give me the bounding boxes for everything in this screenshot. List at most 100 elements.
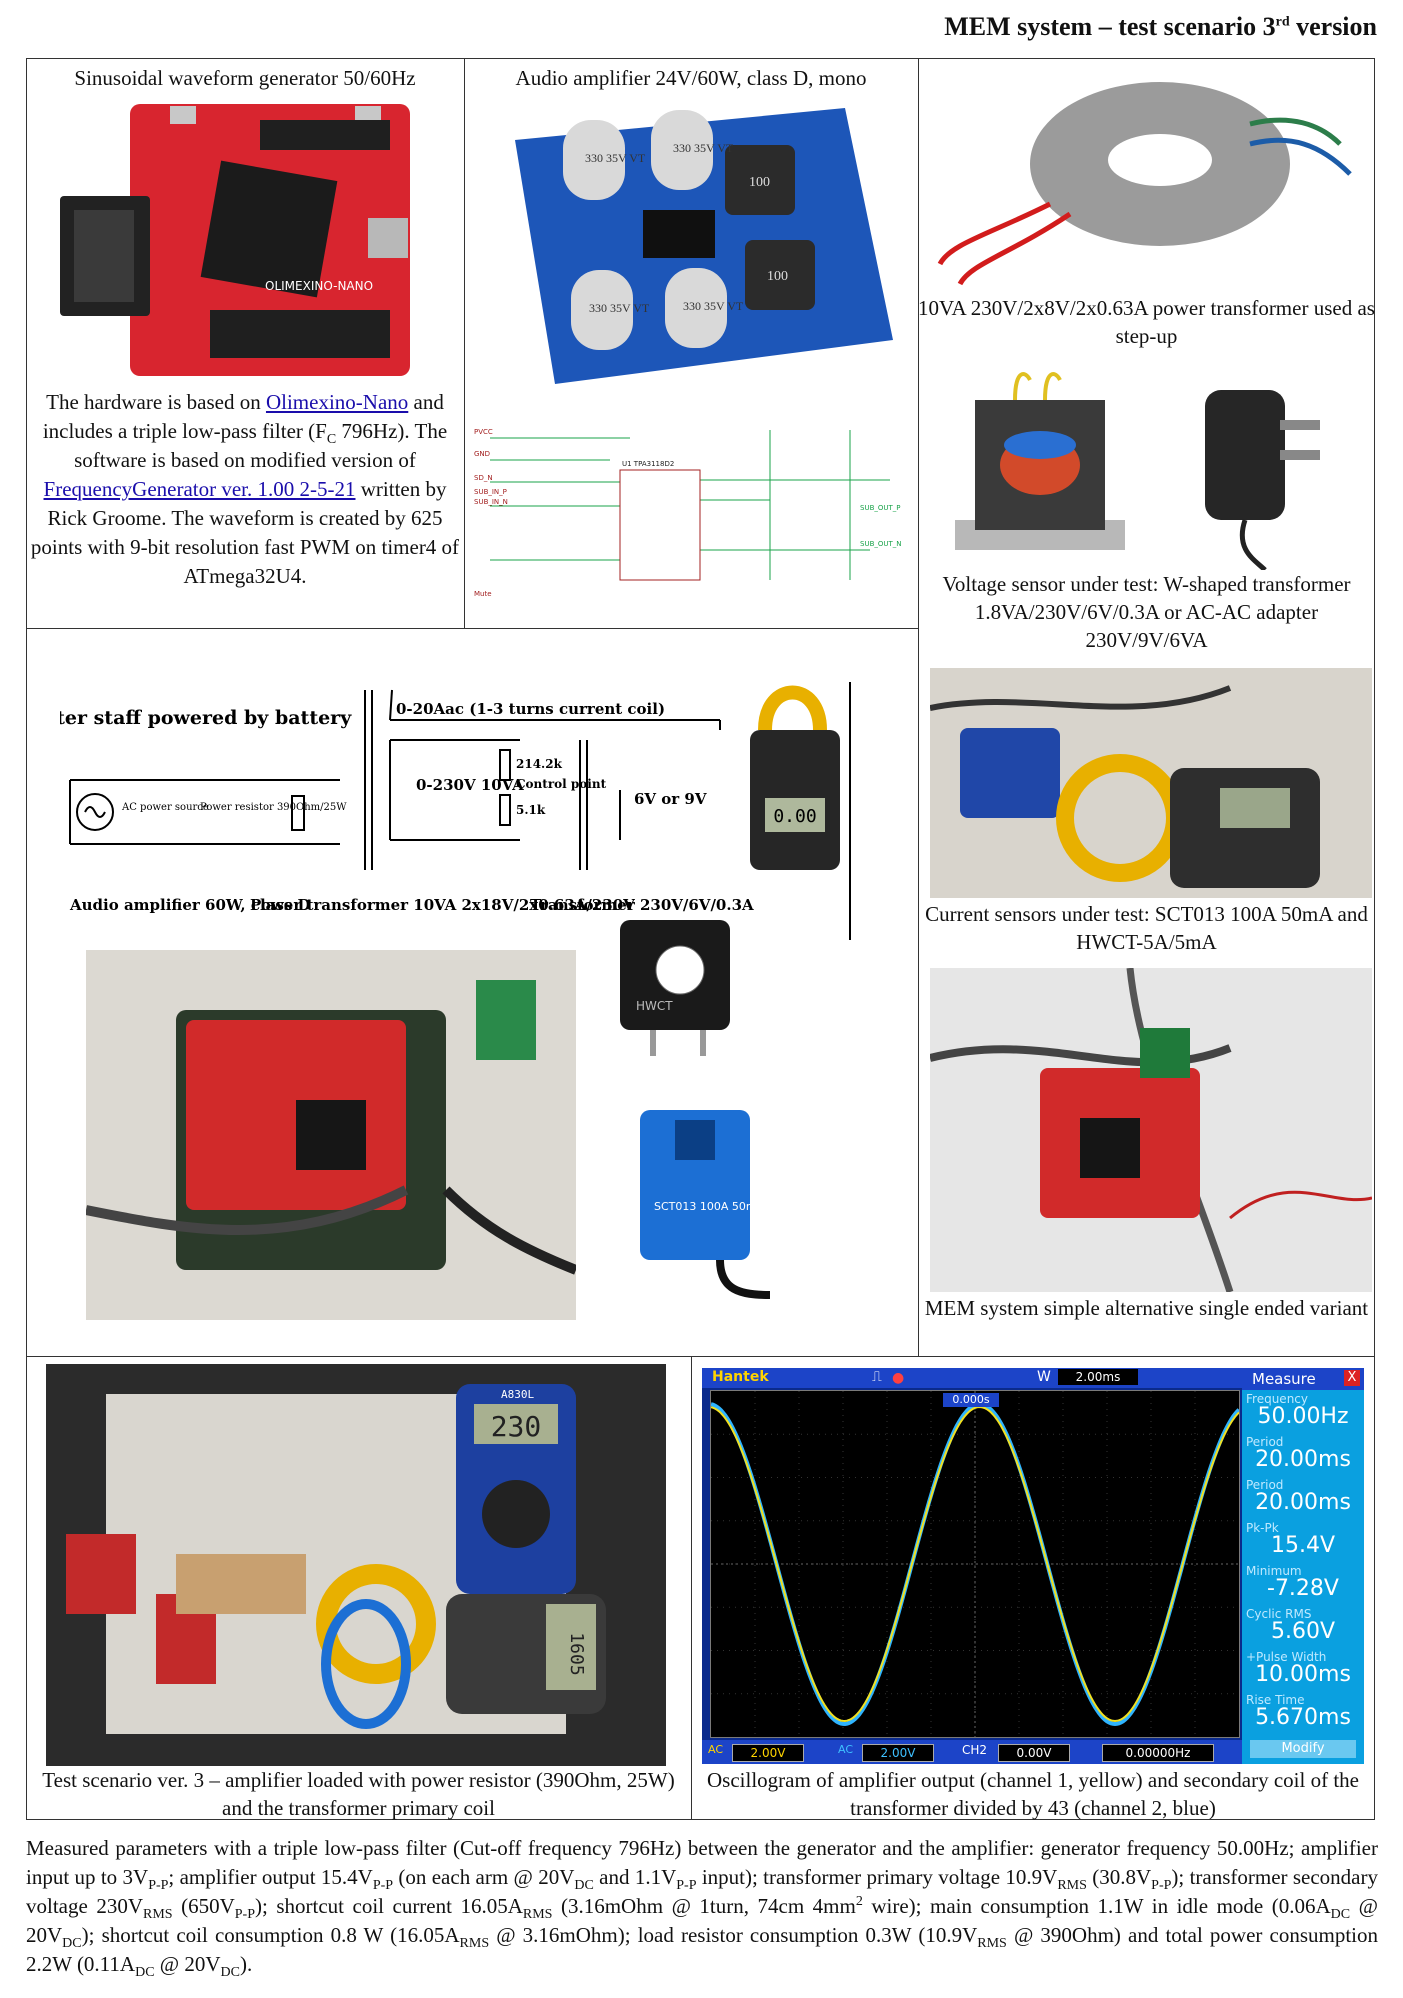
capacitor-label: 330 35V VT xyxy=(683,299,744,313)
current-coil-label: 0-20Aac (1-3 turns current coil) xyxy=(396,700,665,718)
schematic-label: SUB_IN_P xyxy=(474,488,507,496)
schematic-label: SUB_OUT_N xyxy=(860,540,902,548)
measurement-label: Cyclic RMS xyxy=(1246,1607,1312,1621)
multimeter-reading: 230 xyxy=(491,1410,542,1443)
measurement-label: Rise Time xyxy=(1246,1693,1305,1707)
secondary-label: 0-230V 10VA xyxy=(416,776,524,794)
divider-bottom-label: 5.1k xyxy=(516,803,546,817)
sensor-output-label: 6V or 9V xyxy=(634,790,707,808)
power-resistor-label: Power resistor 390Ohm/25W xyxy=(200,802,347,813)
schematic-label: SD_N xyxy=(474,474,493,482)
measurement-label: Pk-Pk xyxy=(1246,1521,1279,1535)
capacitor-label: 330 35V VT xyxy=(589,301,650,315)
scope-top-bar: Hantek W 2.00ms ● ⎍ xyxy=(702,1368,1364,1388)
measurement-label: +Pulse Width xyxy=(1246,1650,1327,1664)
schematic-label: Mute xyxy=(474,590,492,598)
measurement-value: 5.60V xyxy=(1270,1619,1336,1644)
mem-system-photo xyxy=(86,950,576,1320)
trigger-level[interactable]: 0.00V xyxy=(998,1744,1070,1762)
grid-line xyxy=(26,1356,1375,1357)
schematic-label: SUB_IN_N xyxy=(474,498,508,506)
inductor-label: 100 xyxy=(749,175,770,190)
ch1-coupling: AC xyxy=(708,1743,724,1756)
measurement-value: 20.00ms xyxy=(1255,1490,1351,1515)
toroid-caption: 10VA 230V/2x8V/2x0.63A power transformer… xyxy=(918,296,1375,348)
timebase-readout: 2.00ms xyxy=(1058,1369,1138,1385)
scope-brand: Hantek xyxy=(712,1369,769,1385)
clamp-meter-reading: 1605 xyxy=(566,1632,587,1675)
ch1-scale[interactable]: 2.00V xyxy=(732,1744,804,1762)
control-point-label: Control point xyxy=(516,777,607,791)
test-circuit-diagram: All tester staff powered by battery 0-20… xyxy=(60,680,880,940)
ac-source-label: AC power source xyxy=(121,802,209,813)
toroidal-transformer-photo xyxy=(930,64,1370,290)
grid-line xyxy=(464,58,465,628)
mem-alternative-photo xyxy=(930,968,1372,1292)
oscilloscope-screen: Hantek W 2.00ms ● ⎍ 0.000s Measure X Fre… xyxy=(702,1368,1364,1764)
voltage-sensor-photo xyxy=(935,370,1355,570)
measurement-value: 50.00Hz xyxy=(1257,1404,1349,1429)
channel-1-waveform xyxy=(710,1405,1240,1723)
modify-button[interactable]: Modify xyxy=(1250,1740,1356,1758)
amplifier-label: Audio amplifier 60W, class D xyxy=(69,896,311,914)
hwct-label: HWCT xyxy=(636,999,673,1013)
measurement-label: Period xyxy=(1246,1478,1284,1492)
measurement-value: 5.670ms xyxy=(1255,1705,1351,1730)
measurement-value: 10.00ms xyxy=(1255,1662,1351,1687)
capacitor-label: 330 35V VT xyxy=(673,141,734,155)
test-scenario-caption: Test scenario ver. 3 – amplifier loaded … xyxy=(42,1768,675,1820)
waveform-display: 0.000s xyxy=(710,1390,1241,1738)
oscillogram-caption: Oscillogram of amplifier output (channel… xyxy=(707,1768,1359,1820)
divider-top-label: 214.2k xyxy=(516,757,563,771)
schematic-label: SUB_OUT_P xyxy=(860,504,901,512)
clamp-meter-reading: 0.00 xyxy=(773,806,816,827)
grid-line xyxy=(26,628,918,629)
measure-panel: Measure X xyxy=(1242,1368,1364,1764)
test-scenario-photo: 230 A830L 1605 xyxy=(46,1364,666,1766)
measure-header: Measure X xyxy=(1242,1368,1364,1390)
waveform-plot xyxy=(710,1391,1241,1737)
frequency-counter: 0.00000Hz xyxy=(1102,1744,1214,1762)
measurement-label: Minimum xyxy=(1246,1564,1302,1578)
capacitor-label: 330 35V VT xyxy=(585,151,646,165)
hwct-sensor-photo: HWCT xyxy=(610,910,745,1060)
measurement-value: 20.00ms xyxy=(1255,1447,1351,1472)
layout-table xyxy=(26,58,1375,1820)
olimexino-board-photo: OLIMEXINO-NANO xyxy=(60,100,420,385)
schematic-label: GND xyxy=(474,450,490,458)
ch2-trigger-label: CH2 xyxy=(962,1743,988,1757)
scope-status-bar: AC 2.00V AC 2.00V CH2 0.00V 0.00000Hz xyxy=(702,1740,1242,1764)
amplifier-caption: Audio amplifier 24V/60W, class D, mono xyxy=(515,66,867,90)
sct013-sensor-photo: SCT013 100A 50mA xyxy=(620,1100,770,1300)
sensor-transformer-label: Transformer 230V/6V/0.3A xyxy=(530,896,754,914)
frequency-generator-link[interactable]: FrequencyGenerator ver. 1.00 2-5-21 xyxy=(43,477,356,501)
sct013-label: SCT013 100A 50mA xyxy=(654,1200,765,1213)
measured-parameters-text: Measured parameters with a triple low-pa… xyxy=(26,1836,1379,1981)
voltage-sensor-caption: Voltage sensor under test: W-shaped tran… xyxy=(942,572,1351,652)
amplifier-board-photo: 330 35V VT 330 35V VT 330 35V VT 330 35V… xyxy=(505,100,900,392)
trigger-edge-icon: ⎍ xyxy=(872,1369,882,1385)
power-transformer-label: Power transformer 10VA 2x18V/2x0.63A/230… xyxy=(250,896,635,914)
record-icon: ● xyxy=(892,1370,905,1386)
grid-line xyxy=(918,58,919,1356)
grid-line xyxy=(691,1356,692,1820)
page-title: MEM system – test scenario 3rd version xyxy=(944,12,1377,41)
w-label: W xyxy=(1037,1369,1051,1385)
schematic-label: PVCC xyxy=(474,428,493,436)
ch2-coupling: AC xyxy=(838,1743,854,1756)
close-icon[interactable]: X xyxy=(1344,1370,1360,1386)
mem-alternative-caption: MEM system simple alternative single end… xyxy=(924,1296,1369,1320)
current-sensors-photo xyxy=(930,668,1372,898)
measurement-value: 15.4V xyxy=(1270,1533,1336,1558)
trigger-position: 0.000s xyxy=(943,1393,999,1407)
ch2-scale[interactable]: 2.00V xyxy=(862,1744,934,1762)
schematic-label: U1 TPA3118D2 xyxy=(622,460,674,468)
olimexino-link[interactable]: Olimexino-Nano xyxy=(265,390,409,414)
battery-note: All tester staff powered by battery xyxy=(60,707,352,729)
inductor-label: 100 xyxy=(767,269,788,284)
amplifier-schematic: U1 TPA3118D2 PVCC GND SD_N SUB_IN_P SUB_… xyxy=(470,410,912,622)
measurement-value: -7.28V xyxy=(1267,1576,1339,1601)
measurement-label: Period xyxy=(1246,1435,1284,1449)
svg-text:OLIMEXINO-NANO: OLIMEXINO-NANO xyxy=(265,279,373,293)
measurement-label: Frequency xyxy=(1246,1392,1308,1406)
